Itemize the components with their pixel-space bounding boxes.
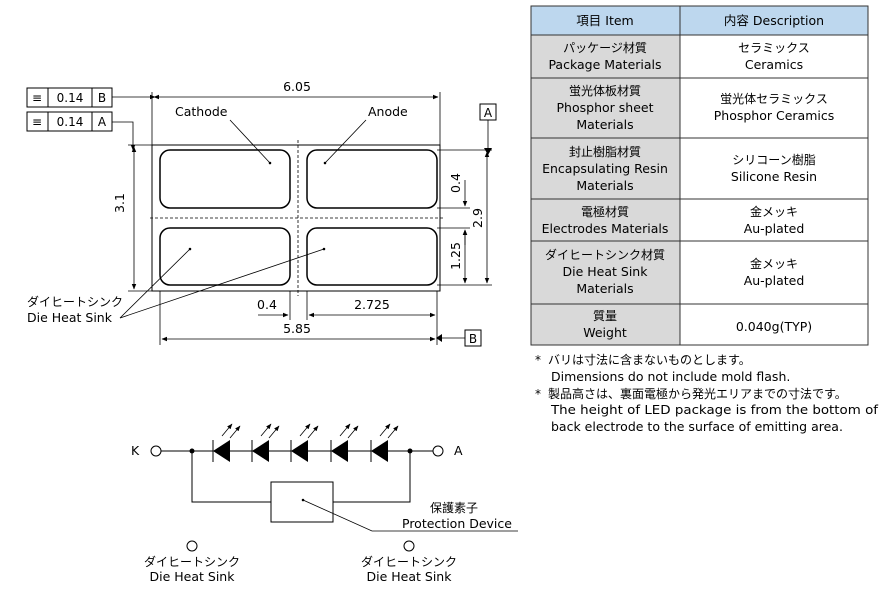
dim-top-width: 6.05 bbox=[283, 79, 311, 94]
protection-label-jp: 保護素子 bbox=[430, 500, 478, 515]
heat-sink-label-en: Die Heat Sink bbox=[367, 569, 453, 584]
table-row-item: Materials bbox=[576, 178, 633, 193]
tolerance-frame-a: ≡ 0.14 A bbox=[26, 111, 136, 151]
tolerance-datum: A bbox=[98, 115, 107, 129]
tolerance-frame-b: ≡ 0.14 B bbox=[26, 87, 156, 108]
table-row-item: Die Heat Sink bbox=[563, 264, 649, 279]
table-row-item: Weight bbox=[583, 325, 627, 340]
heat-sink-pad-right bbox=[306, 227, 438, 286]
table-row-desc: セラミックス bbox=[738, 41, 810, 55]
datum-b: B bbox=[469, 332, 477, 346]
note-bullet: * bbox=[535, 387, 541, 401]
table-row-item: Phosphor sheet bbox=[557, 100, 654, 115]
table-row-desc: 金メッキ bbox=[750, 256, 798, 271]
led-diode bbox=[290, 423, 330, 462]
led-chain bbox=[212, 423, 410, 462]
dim-pad-width: 2.725 bbox=[354, 297, 390, 312]
circuit-diagram: K A bbox=[131, 423, 518, 584]
table-row-desc: シリコーン樹脂 bbox=[732, 152, 815, 167]
table-row-item: 蛍光体板材質 bbox=[569, 83, 641, 98]
symmetry-icon: ≡ bbox=[32, 115, 42, 129]
table-header-description: 内容 Description bbox=[724, 13, 824, 28]
terminal-k bbox=[150, 445, 162, 457]
table-header-item: 項目 Item bbox=[576, 13, 633, 28]
note-bullet: * bbox=[535, 353, 541, 367]
led-diode bbox=[330, 423, 370, 462]
table-row-desc: Au-plated bbox=[744, 273, 805, 288]
note-en: back electrode to the surface of emittin… bbox=[551, 419, 843, 434]
cathode-pad bbox=[159, 149, 291, 209]
outline-drawing: ≡ 0.14 B ≡ 0.14 A 6.05 Cathode bbox=[26, 79, 497, 347]
protection-device bbox=[270, 481, 334, 523]
spec-table: 項目 Item 内容 Description パッケージ材質 Package M… bbox=[530, 5, 869, 346]
tolerance-datum: B bbox=[98, 91, 106, 105]
note-en: The height of LED package is from the bo… bbox=[550, 402, 879, 417]
dim-height-right: 2.9 bbox=[470, 208, 485, 228]
heat-sink-pad-left bbox=[159, 227, 291, 286]
led-diode bbox=[370, 423, 410, 462]
table-row-desc: 蛍光体セラミックス bbox=[720, 92, 828, 106]
table-row-desc: Ceramics bbox=[745, 57, 803, 72]
table-row-item: Materials bbox=[576, 281, 633, 296]
table-row-item: 質量 bbox=[593, 308, 617, 323]
label-heat-sink-en: Die Heat Sink bbox=[27, 310, 113, 325]
protection-label-en: Protection Device bbox=[402, 516, 512, 531]
label-heat-sink-jp: ダイヒートシンク bbox=[27, 294, 123, 309]
terminal-a-label: A bbox=[454, 443, 463, 458]
table-row-item: Package Materials bbox=[548, 57, 661, 72]
table-row-item: ダイヒートシンク材質 bbox=[545, 247, 665, 262]
notes: * バリは寸法に含まないものとします。 Dimensions do not in… bbox=[535, 352, 879, 434]
label-cathode: Cathode bbox=[175, 104, 228, 119]
led-diode bbox=[251, 423, 290, 462]
table-row-item: 電極材質 bbox=[581, 204, 629, 219]
terminal-k-label: K bbox=[131, 443, 140, 458]
note-jp: バリは寸法に含まないものとします。 bbox=[548, 352, 751, 367]
heat-sink-label-en: Die Heat Sink bbox=[150, 569, 236, 584]
table-row-item: Electrodes Materials bbox=[542, 221, 669, 236]
heat-sink-terminal-left bbox=[186, 540, 198, 552]
note-en: Dimensions do not include mold flash. bbox=[551, 369, 790, 384]
table-row-desc: Phosphor Ceramics bbox=[714, 108, 835, 123]
terminal-a bbox=[432, 445, 444, 457]
tolerance-value: 0.14 bbox=[57, 91, 84, 105]
dim-bottom-width: 5.85 bbox=[283, 321, 311, 336]
table-row-desc: 金メッキ bbox=[750, 204, 798, 219]
table-row-desc: Au-plated bbox=[744, 221, 805, 236]
heat-sink-terminal-right bbox=[403, 540, 415, 552]
dim-gap: 0.4 bbox=[257, 297, 277, 312]
table-row-desc: 0.040g(TYP) bbox=[736, 319, 812, 334]
tolerance-value: 0.14 bbox=[57, 115, 84, 129]
heat-sink-label-jp: ダイヒートシンク bbox=[361, 554, 457, 569]
datum-a: A bbox=[484, 106, 493, 120]
table-row-item: Materials bbox=[576, 117, 633, 132]
note-jp: 製品高さは、裏面電極から発光エリアまでの寸法です。 bbox=[548, 386, 847, 401]
led-diode bbox=[212, 423, 251, 462]
symmetry-icon: ≡ bbox=[32, 91, 42, 105]
table-row-item: 封止樹脂材質 bbox=[569, 144, 641, 159]
dim-gap-vertical: 0.4 bbox=[448, 173, 463, 193]
table-row-item: Encapsulating Resin bbox=[542, 161, 668, 176]
heat-sink-label-jp: ダイヒートシンク bbox=[144, 554, 240, 569]
label-anode: Anode bbox=[368, 104, 408, 119]
table-row-desc: Silicone Resin bbox=[731, 169, 817, 184]
anode-pad bbox=[306, 149, 438, 209]
dim-pad-height: 1.25 bbox=[448, 242, 463, 270]
table-row-item: パッケージ材質 bbox=[563, 40, 647, 55]
dim-height-left: 3.1 bbox=[112, 193, 127, 213]
